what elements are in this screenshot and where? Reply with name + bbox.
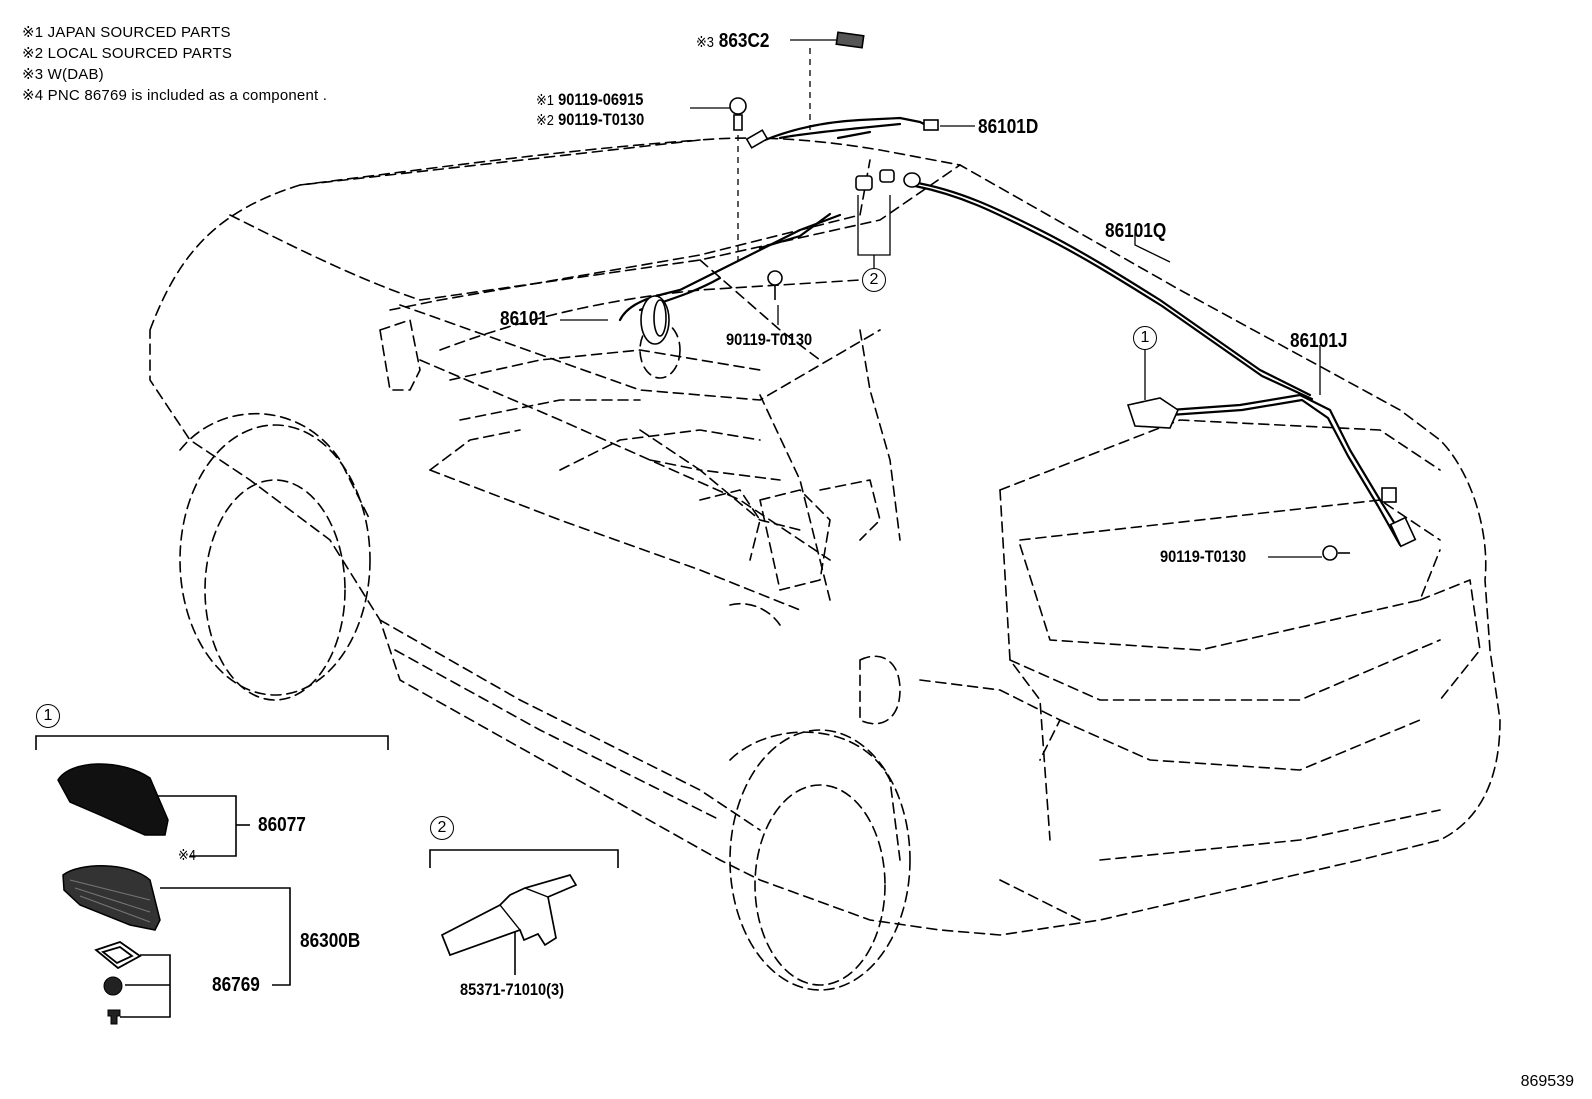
cable-86101 <box>618 213 842 322</box>
gasket-86769 <box>94 941 142 970</box>
antenna-cover-86077 <box>57 763 169 836</box>
footnote-4: ※4 PNC 86769 is included as a component … <box>22 87 328 104</box>
footnote-1: ※1 JAPAN SOURCED PARTS <box>22 24 231 41</box>
part-label-863c2[interactable]: ※3 863C2 <box>696 30 769 53</box>
cable-86101q <box>910 180 1312 397</box>
part-number: 863C2 <box>718 30 770 52</box>
callout-1-roof: 1 <box>1133 326 1157 350</box>
part-mark: ※3 <box>696 34 714 51</box>
callout-2-body: 2 <box>862 268 886 292</box>
callout-2-detail: 2 <box>430 816 454 840</box>
vehicle-outline <box>149 137 1501 936</box>
footnotes: ※1 JAPAN SOURCED PARTS ※2 LOCAL SOURCED … <box>22 22 327 106</box>
screw-86769 <box>107 1009 121 1025</box>
part-label-90119-t0130-mid[interactable]: 90119-T0130 <box>726 330 813 349</box>
part-label-85371-71010[interactable]: 85371-71010(3) <box>460 980 565 999</box>
part-label-86101q[interactable]: 86101Q <box>1105 220 1167 242</box>
part-label-90119-t0130-rear[interactable]: 90119-T0130 <box>1160 547 1247 566</box>
clamp-85371 <box>440 874 578 957</box>
part-mark: ※2 <box>536 112 554 129</box>
part-label-86077[interactable]: 86077 <box>258 814 306 836</box>
footnote-3: ※3 W(DAB) <box>22 66 104 83</box>
part-label-86101d[interactable]: 86101D <box>978 116 1039 138</box>
cable-86101j <box>1168 393 1407 542</box>
cable-86101d <box>763 116 934 142</box>
nut-86769 <box>103 976 123 996</box>
footnote-2: ※2 LOCAL SOURCED PARTS <box>22 45 233 62</box>
antenna-assembly-86300b <box>62 865 161 931</box>
part-number: 90119-T0130 <box>558 110 645 129</box>
part-label-86101j[interactable]: 86101J <box>1290 330 1348 352</box>
part-mark-86077: ※4 <box>178 847 196 864</box>
part-mark: ※1 <box>536 92 554 109</box>
callout-1-detail: 1 <box>36 704 60 728</box>
illustration-number: 869539 <box>1520 1073 1574 1090</box>
part-label-86101[interactable]: 86101 <box>500 308 548 330</box>
part-label-86300b[interactable]: 86300B <box>300 930 361 952</box>
part-label-90119-06915[interactable]: ※1 90119-06915 <box>536 90 643 110</box>
part-label-86769[interactable]: 86769 <box>212 974 260 996</box>
part-number: 90119-06915 <box>558 90 644 109</box>
part-label-90119-t0130-local[interactable]: ※2 90119-T0130 <box>536 110 644 130</box>
